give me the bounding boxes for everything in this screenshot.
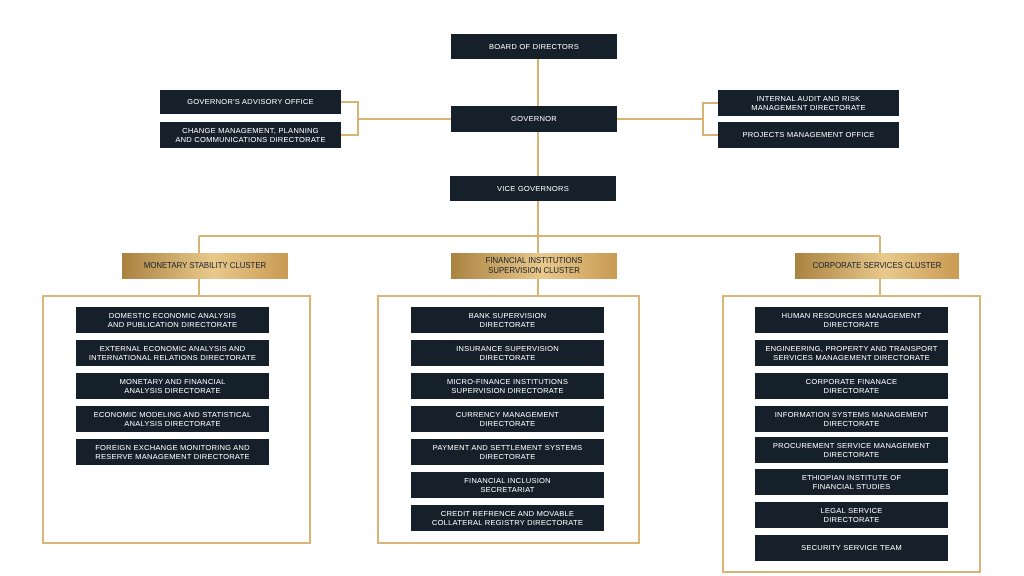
directorate-box: PROCUREMENT SERVICE MANAGEMENT DIRECTORA…: [755, 437, 948, 463]
vice-governors-box: VICE GOVERNORS: [450, 176, 616, 201]
directorate-box: MONETARY AND FINANCIAL ANALYSIS DIRECTOR…: [76, 373, 269, 399]
directorate-box: BANK SUPERVISION DIRECTORATE: [411, 307, 604, 333]
board-of-directors-box: BOARD OF DIRECTORS: [451, 34, 617, 59]
monetary-stability-cluster-frame: [42, 295, 311, 544]
directorate-box: CORPORATE FINANACE DIRECTORATE: [755, 373, 948, 399]
directorate-box: HUMAN RESOURCES MANAGEMENT DIRECTORATE: [755, 307, 948, 333]
governors-advisory-office-box: GOVERNOR'S ADVISORY OFFICE: [160, 90, 341, 114]
directorate-box: PAYMENT AND SETTLEMENT SYSTEMS DIRECTORA…: [411, 439, 604, 465]
change-management-directorate-box: CHANGE MANAGEMENT, PLANNING AND COMMUNIC…: [160, 122, 341, 148]
projects-management-office-box: PROJECTS MANAGEMENT OFFICE: [718, 122, 899, 148]
corporate-services-cluster-frame: [722, 295, 981, 573]
directorate-box: ETHIOPIAN INSTITUTE OF FINANCIAL STUDIES: [755, 469, 948, 495]
directorate-box: INFORMATION SYSTEMS MANAGEMENT DIRECTORA…: [755, 406, 948, 432]
monetary-stability-cluster-header: MONETARY STABILITY CLUSTER: [122, 253, 288, 279]
directorate-box: SECURITY SERVICE TEAM: [755, 535, 948, 561]
directorate-box: CREDIT REFRENCE AND MOVABLE COLLATERAL R…: [411, 505, 604, 531]
directorate-box: LEGAL SERVICE DIRECTORATE: [755, 502, 948, 528]
directorate-box: ECONOMIC MODELING AND STATISTICAL ANALYS…: [76, 406, 269, 432]
directorate-box: FINANCIAL INCLUSION SECRETARIAT: [411, 472, 604, 498]
directorate-box: CURRENCY MANAGEMENT DIRECTORATE: [411, 406, 604, 432]
directorate-box: DOMESTIC ECONOMIC ANALYSIS AND PUBLICATI…: [76, 307, 269, 333]
directorate-box: EXTERNAL ECONOMIC ANALYSIS AND INTERNATI…: [76, 340, 269, 366]
internal-audit-directorate-box: INTERNAL AUDIT AND RISK MANAGEMENT DIREC…: [718, 90, 899, 116]
corporate-services-cluster-header: CORPORATE SERVICES CLUSTER: [795, 253, 959, 279]
directorate-box: FOREIGN EXCHANGE MONITORING AND RESERVE …: [76, 439, 269, 465]
directorate-box: MICRO-FINANCE INSTITUTIONS SUPERVISION D…: [411, 373, 604, 399]
financial-institutions-cluster-header: FINANCIAL INSTITUTIONS SUPERVISION CLUST…: [451, 253, 617, 279]
financial-institutions-cluster-frame: [377, 295, 640, 544]
governor-box: GOVERNOR: [451, 106, 617, 132]
directorate-box: INSURANCE SUPERVISION DIRECTORATE: [411, 340, 604, 366]
directorate-box: ENGINEERING, PROPERTY AND TRANSPORT SERV…: [755, 340, 948, 366]
